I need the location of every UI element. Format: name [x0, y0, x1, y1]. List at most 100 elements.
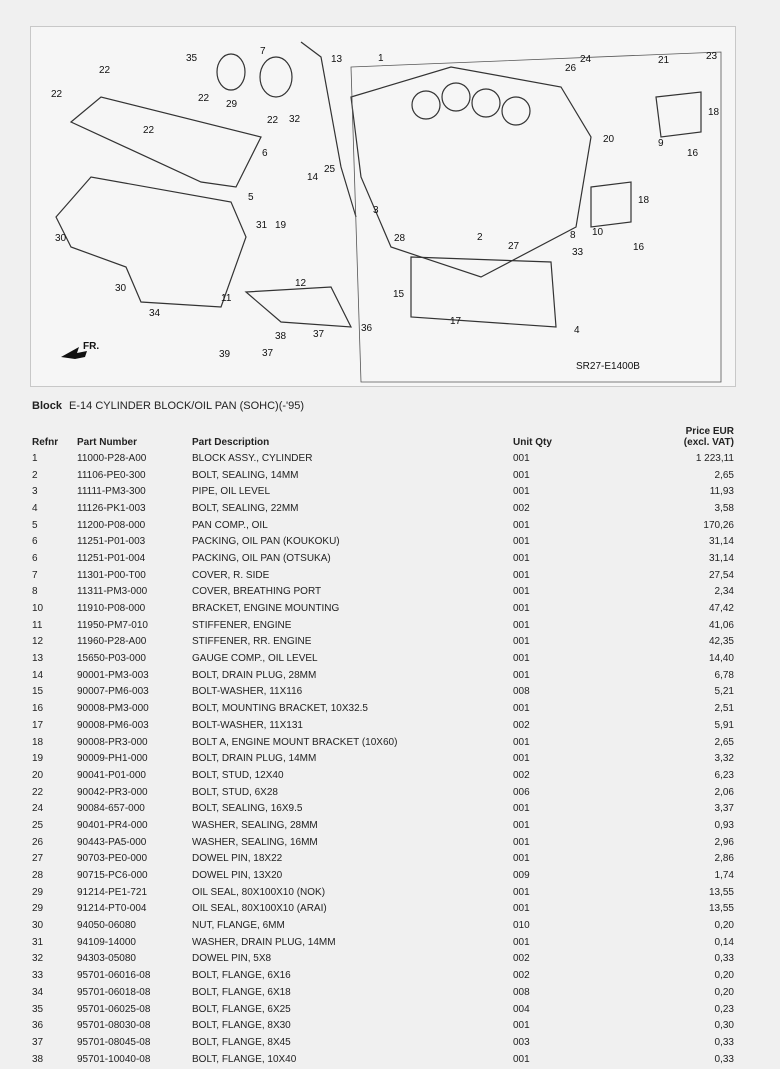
cell-description: WASHER, DRAIN PLUG, 14MM — [192, 936, 336, 948]
cell-description: BOLT-WASHER, 11X131 — [192, 719, 303, 731]
callout-number: 17 — [450, 316, 462, 327]
cell-part-number: 94303-05080 — [77, 953, 136, 965]
header-price-line2: (excl. VAT) — [683, 437, 734, 448]
cell-refnr: 22 — [32, 786, 44, 798]
cell-unit-qty: 009 — [513, 870, 530, 882]
cell-price: 41,06 — [708, 619, 734, 631]
cell-unit-qty: 001 — [513, 469, 530, 481]
cell-price: 170,26 — [703, 519, 734, 531]
cell-refnr: 6 — [32, 552, 38, 564]
callout-number: 18 — [638, 195, 650, 206]
cell-price: 13,55 — [708, 886, 734, 898]
callout-number: 15 — [393, 289, 405, 300]
callout-number: 14 — [307, 172, 319, 183]
cell-price: 2,96 — [714, 836, 734, 848]
cell-description: BOLT, MOUNTING BRACKET, 10X32.5 — [192, 703, 368, 715]
callout-number: 39 — [219, 349, 231, 360]
callout-number: 5 — [248, 192, 254, 203]
cell-description: BOLT, STUD, 6X28 — [192, 786, 278, 798]
front-label: FR. — [83, 341, 99, 352]
callout-number: 36 — [361, 323, 373, 334]
cell-price: 2,51 — [714, 703, 734, 715]
cell-unit-qty: 001 — [513, 903, 530, 915]
parts-table: Refnr Part Number Part Description Unit … — [28, 416, 738, 1067]
cell-unit-qty: 001 — [513, 853, 530, 865]
cell-description: BOLT, SEALING, 14MM — [192, 469, 299, 481]
callout-number: 26 — [565, 63, 577, 74]
cell-description: BOLT, FLANGE, 6X25 — [192, 1003, 291, 1015]
cell-refnr: 7 — [32, 569, 38, 581]
cell-part-number: 90042-PR3-000 — [77, 786, 148, 798]
cell-description: BRACKET, ENGINE MOUNTING — [192, 603, 340, 615]
cell-refnr: 37 — [32, 1036, 44, 1048]
callout-number: 8 — [570, 230, 576, 241]
cell-part-number: 90008-PM3-000 — [77, 703, 149, 715]
cell-price: 0,33 — [714, 1053, 734, 1065]
cell-description: BOLT-WASHER, 11X116 — [192, 686, 303, 698]
cell-refnr: 2 — [32, 469, 38, 481]
cell-description: STIFFENER, RR. ENGINE — [192, 636, 312, 648]
cell-price: 6,78 — [714, 669, 734, 681]
callout-number: 18 — [708, 107, 720, 118]
cell-part-number: 11111-PM3-300 — [77, 486, 146, 498]
cell-description: PAN COMP., OIL — [192, 519, 268, 531]
callout-number: 22 — [143, 125, 155, 136]
header-price-line1: Price EUR — [685, 426, 734, 437]
cell-refnr: 1 — [32, 452, 38, 464]
cell-price: 5,21 — [714, 686, 734, 698]
cell-description: WASHER, SEALING, 16MM — [192, 836, 318, 848]
cell-unit-qty: 001 — [513, 1053, 530, 1065]
callout-number: 25 — [324, 164, 336, 175]
oil-pan — [55, 176, 247, 308]
cell-part-number: 11910-P08-000 — [77, 603, 146, 615]
diagram-code: SR27-E1400B — [576, 361, 640, 372]
cell-price: 0,20 — [714, 986, 734, 998]
table-header: Refnr Part Number Part Description Unit … — [28, 416, 738, 450]
cell-unit-qty: 001 — [513, 936, 530, 948]
cell-unit-qty: 001 — [513, 452, 530, 464]
cell-part-number: 90008-PM6-003 — [77, 719, 149, 731]
cell-price: 0,93 — [714, 819, 734, 831]
callout-number: 3 — [373, 205, 379, 216]
cell-refnr: 11 — [32, 619, 43, 631]
cell-unit-qty: 001 — [513, 619, 530, 631]
cell-price: 3,37 — [714, 803, 734, 815]
cell-unit-qty: 001 — [513, 653, 530, 665]
cell-refnr: 26 — [32, 836, 44, 848]
cell-part-number: 90443-PA5-000 — [77, 836, 147, 848]
callout-number: 29 — [226, 99, 238, 110]
callout-number: 21 — [658, 55, 670, 66]
cell-part-number: 90084-657-000 — [77, 803, 145, 815]
bearing-caps — [410, 256, 557, 328]
cell-refnr: 20 — [32, 769, 44, 781]
cell-refnr: 29 — [32, 903, 44, 915]
cell-refnr: 25 — [32, 819, 44, 831]
callout-number: 22 — [267, 115, 279, 126]
callout-number: 11 — [221, 293, 232, 304]
cell-part-number: 11950-PM7-010 — [77, 619, 148, 631]
callout-number: 10 — [592, 227, 604, 238]
cell-unit-qty: 001 — [513, 803, 530, 815]
cell-price: 1 223,11 — [695, 452, 734, 464]
cell-refnr: 12 — [32, 636, 44, 648]
cell-part-number: 90008-PR3-000 — [77, 736, 148, 748]
callout-number: 13 — [331, 54, 343, 65]
cell-unit-qty: 001 — [513, 536, 530, 548]
cell-unit-qty: 001 — [513, 586, 530, 598]
cell-price: 2,34 — [714, 586, 734, 598]
cell-refnr: 8 — [32, 586, 38, 598]
callout-number: 22 — [99, 65, 111, 76]
callout-number: 33 — [572, 247, 584, 258]
cell-part-number: 90703-PE0-000 — [77, 853, 148, 865]
cell-refnr: 38 — [32, 1053, 44, 1065]
